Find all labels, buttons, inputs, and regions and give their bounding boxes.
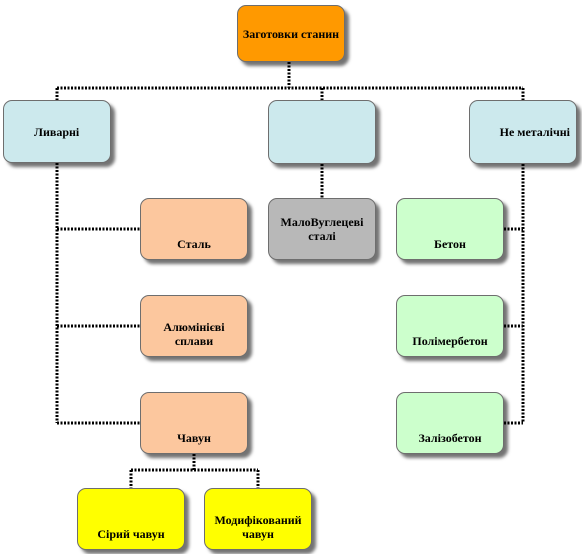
node-nonmetal: Не металічні bbox=[469, 100, 577, 164]
node-polymerconcrete: Полімербетон bbox=[396, 295, 504, 357]
node-lowcarbon: МалоВуглецеві сталі bbox=[268, 198, 376, 260]
node-cast: Ливарні bbox=[3, 100, 111, 163]
node-cast-label: Ливарні bbox=[34, 124, 80, 139]
node-nonmetal-label: Не металічні bbox=[499, 125, 570, 139]
node-concrete: Бетон bbox=[396, 198, 504, 260]
node-concrete-label: Бетон bbox=[434, 237, 466, 251]
node-gray-iron-label: Сірий чавун bbox=[97, 527, 165, 541]
node-polymerconcrete-label: Полімербетон bbox=[412, 334, 488, 348]
node-castiron-label: Чавун bbox=[177, 431, 211, 445]
node-middle bbox=[268, 100, 376, 164]
node-ironconcrete: Залізобетон bbox=[396, 392, 504, 454]
node-aluminum: Алюмінієві сплави bbox=[140, 295, 248, 357]
node-ironconcrete-label: Залізобетон bbox=[418, 431, 482, 445]
node-castiron: Чавун bbox=[140, 392, 248, 454]
node-modified-iron: Модифікований чавун bbox=[204, 488, 312, 550]
node-root-label: Заготовки станин bbox=[242, 26, 340, 41]
node-root: Заготовки станин bbox=[237, 5, 345, 62]
node-aluminum-label: Алюмінієві сплави bbox=[163, 320, 225, 348]
node-modified-iron-label: Модифікований чавун bbox=[214, 513, 302, 541]
node-steel: Сталь bbox=[140, 198, 248, 260]
node-gray-iron: Сірий чавун bbox=[77, 488, 185, 550]
node-steel-label: Сталь bbox=[177, 237, 211, 251]
node-lowcarbon-label: МалоВуглецеві сталі bbox=[280, 215, 364, 243]
